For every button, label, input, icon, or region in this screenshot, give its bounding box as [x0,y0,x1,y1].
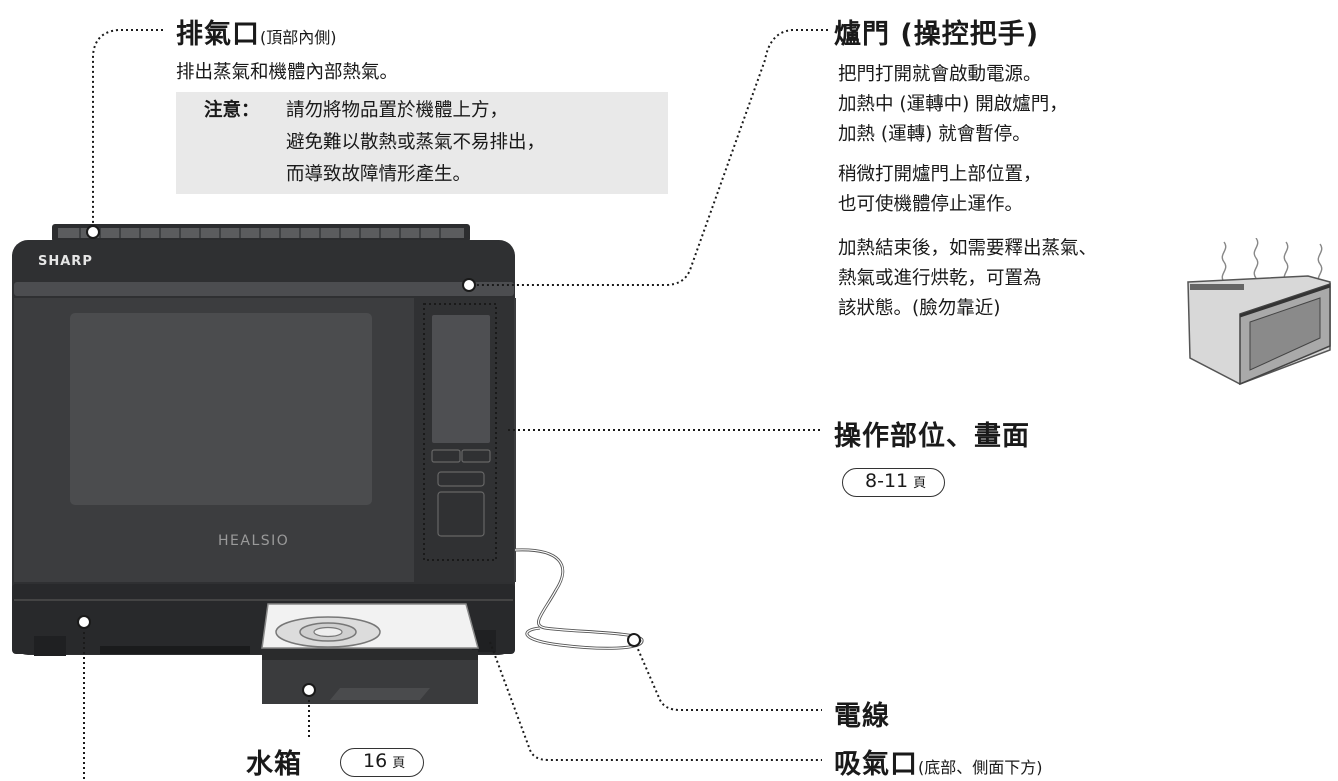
dot-cord [627,633,641,647]
control-screen [432,315,490,443]
model-logo: HEALSIO [218,533,289,549]
door-desc-line: 熱氣或進行烘乾，可置為 [838,268,1042,289]
door-open-illustration [1187,238,1331,386]
panel-dotted-frame [423,303,497,561]
intake-title: 吸氣口 [834,749,918,780]
panel-page-number: 8-11 [865,470,909,492]
leader-intake [489,641,822,761]
door-desc-line: 該狀態。(臉勿靠近) [838,298,1001,319]
panel-title: 操作部位、畫面 [834,421,1030,452]
exhaust-title: 排氣口 [176,19,260,50]
leader-cord [633,639,822,711]
leader-door [470,29,828,286]
note-label: 注意： [204,100,260,121]
note-line: 而導致故障情形產生。 [286,164,472,185]
tank-title: 水箱 [246,749,302,780]
note-line: 避免難以散熱或蒸氣不易排出， [286,132,546,153]
dot-tank [302,683,316,697]
note-box [176,92,668,194]
oven-window [70,313,372,505]
door-desc-line: 加熱 (運轉) 就會暫停。 [838,124,1031,145]
door-desc-line: 把門打開就會啟動電源。 [838,64,1042,85]
panel-page-unit: 頁 [913,476,927,491]
exhaust-label: 排氣口(頂部內側) [176,12,337,51]
dot-door [462,278,476,292]
note-line: 請勿將物品置於機體上方， [286,100,509,121]
door-desc-line: 也可使機體停止運作。 [838,194,1024,215]
water-tank [261,603,479,704]
door-desc-line: 加熱結束後，如需要釋出蒸氣、 [838,238,1098,259]
tank-page-unit: 頁 [392,756,406,771]
exhaust-grille [52,224,470,242]
panel-page-ref: 8-11 頁 [842,468,946,497]
intake-subtitle: (底部、側面下方) [918,758,1043,777]
intake-label: 吸氣口(底部、側面下方) [834,742,1043,781]
door-desc-line: 加熱中 (運轉中) 開啟爐門， [838,94,1068,115]
tank-page-ref: 16 頁 [340,748,425,777]
door-desc-line: 稍微打開爐門上部位置， [838,164,1042,185]
tank-page-number: 16 [363,750,388,772]
brand-logo: SHARP [38,254,93,269]
door-title: 爐門 (操控把手) [834,19,1040,50]
exhaust-desc: 排出蒸氣和機體內部熱氣。 [176,62,399,83]
cord-title: 電線 [834,701,890,732]
exhaust-subtitle: (頂部內側) [260,28,337,47]
leader-exhaust [92,29,163,232]
dot-bottom [77,615,91,629]
dot-exhaust [86,225,100,239]
